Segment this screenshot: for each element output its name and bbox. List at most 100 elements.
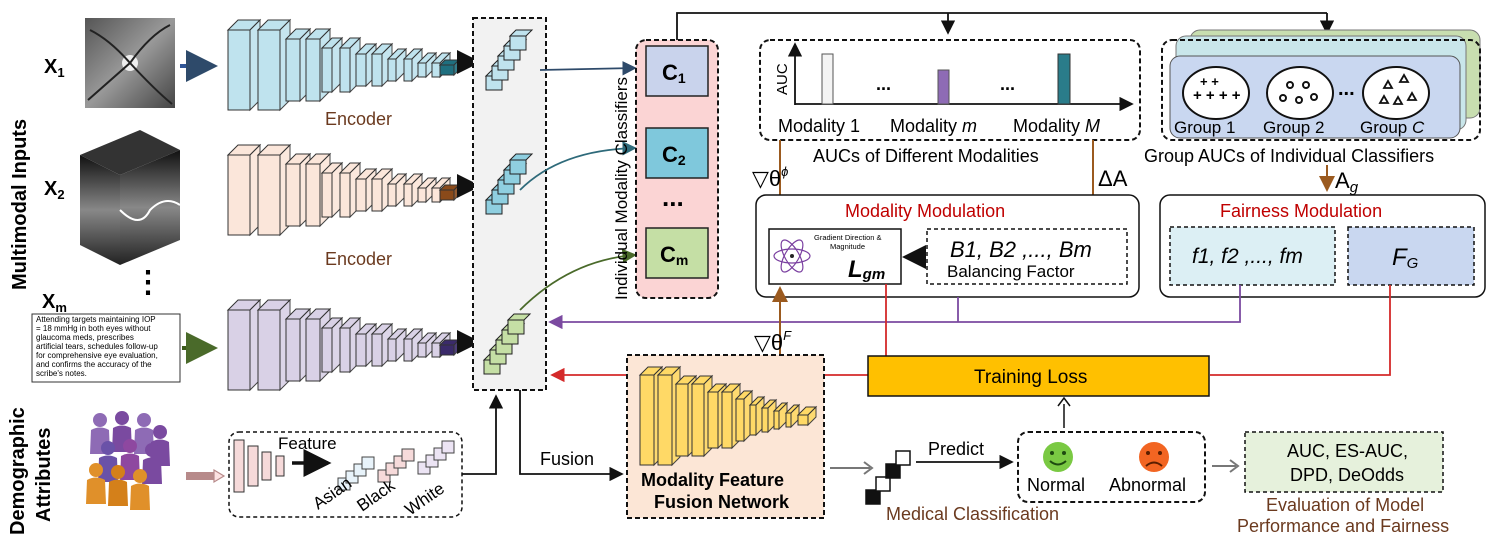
encoder-layer [439,189,455,201]
evaluation-box [1244,431,1444,493]
classifiers-dots: ... [662,182,684,212]
demographic-layer [233,439,245,493]
group-panel-caption: Group AUCs of Individual Classifiers [1144,146,1434,166]
demographic-vectors [337,440,455,491]
encoder-layer [417,62,427,78]
encoder-layer [227,29,251,111]
person-head [111,465,125,479]
to-cm-arrow [519,248,637,311]
encoder-2 [226,143,461,237]
person-head [123,439,137,453]
person-head [153,425,167,439]
f-list-label: f1, f2 ,..., fm [1192,245,1303,268]
encoder-layer [305,38,321,102]
group-C-ellipse [1362,66,1430,120]
feature-vector-1 [484,29,534,91]
encoder-layer [657,374,673,466]
feature-cube-top [508,153,534,161]
fusion-label: Fusion [540,449,594,469]
auc-bar-1 [821,53,834,105]
encoder-layer [285,163,301,227]
outcome-to-loss-arrow [1057,396,1071,428]
F-G-box [1347,226,1475,286]
output-vector [865,450,911,505]
person-body [108,479,128,506]
classifier-c1-label: C1 [662,60,686,86]
encoder-layer [439,344,455,356]
encoder-layer [321,47,333,93]
encoder-layer [403,338,413,362]
auc-dots-1: ... [876,74,891,94]
encoder-3 [226,298,461,392]
evaluation-caption-2: Performance and Fairness [1237,516,1449,536]
person-body [142,457,162,484]
auc-bar-M [1057,53,1071,105]
encoder-layer [403,58,413,82]
fairness-modulation-title: Fairness Modulation [1220,201,1382,221]
f-list-box [1169,226,1336,286]
person-body [86,477,106,504]
encoder-layer [339,327,351,373]
auc-dots-2: ... [1000,74,1015,94]
encoder-layer [417,342,427,358]
encoder-layer [417,187,427,203]
encoder-layer [355,333,367,367]
auc-axis-label: AUC [774,63,791,95]
feature-label: Feature [278,434,337,453]
encoder-layer [355,178,367,212]
delta-A-label: ΔA [1098,166,1128,191]
predict-label: Predict [928,439,984,459]
group-2-label: Group 2 [1263,118,1324,137]
person-body [130,483,150,510]
encoder-layer [371,178,383,212]
classifiers-title: Individual Modality Classifiers [612,77,631,300]
group-dots: ... [1338,78,1355,100]
encoder-layer [285,38,301,102]
feature-cube [509,159,527,175]
person-head [115,411,129,425]
modality-modulation-title: Modality Modulation [845,201,1005,221]
svg-text:Attending targets maintaining: Attending targets maintaining IOP= 18 mm… [36,315,158,378]
feature-vector-3 [482,313,532,375]
group-1-plus-icons: + + + + [1193,87,1241,104]
encoder-layer [321,327,333,373]
output-vector-cube [865,489,881,505]
loss-line-FG [1210,285,1391,376]
auc-bar-m [937,69,950,105]
classifier-c1 [645,45,709,97]
encoder-layer [431,342,441,358]
feature-cube [509,35,527,51]
fundus-image [85,18,175,108]
auc-modality-M: Modality M [1013,116,1100,136]
abnormal-label: Abnormal [1109,475,1186,495]
feature-cube-top [506,313,532,321]
encoder-layer [707,391,719,449]
demographic-layer [247,445,259,487]
encoder-layer [387,183,397,207]
evaluation-caption-1: Evaluation of Model [1266,495,1424,515]
oct-volume-image [80,130,181,265]
demographic-layer [275,455,285,477]
encoder-layer [285,318,301,382]
group-1-label: Group 1 [1174,118,1235,137]
top-routing-line [676,12,1327,40]
encoder-layer [387,338,397,362]
theta-F-label: ▽θF [754,328,792,355]
theta-phi-label: ▽θϕ [752,164,788,191]
feature-vector-2 [484,153,534,215]
encoder-layer [257,154,281,236]
fusion-output-arrow [830,461,874,475]
person-head [101,441,115,455]
note-line: and confirms the accuracy of the [36,360,152,369]
demographic-layer [261,451,272,481]
people-group-icon [86,411,170,510]
encoder-layer [749,404,757,436]
auc-modality-m: Modality m [890,116,977,136]
classifier-cm [645,227,709,279]
encoder-layer [257,309,281,391]
encoder-2-label: Encoder [325,249,392,269]
L-gm-label: Lgm [848,256,885,283]
encoder-layer [305,318,321,382]
gradient-atom-icon [773,239,811,273]
